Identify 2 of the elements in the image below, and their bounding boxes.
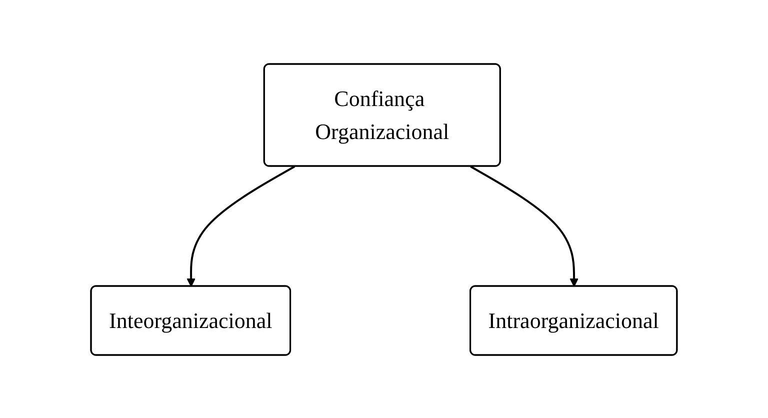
arrow [186,165,296,286]
arrow [470,165,578,286]
